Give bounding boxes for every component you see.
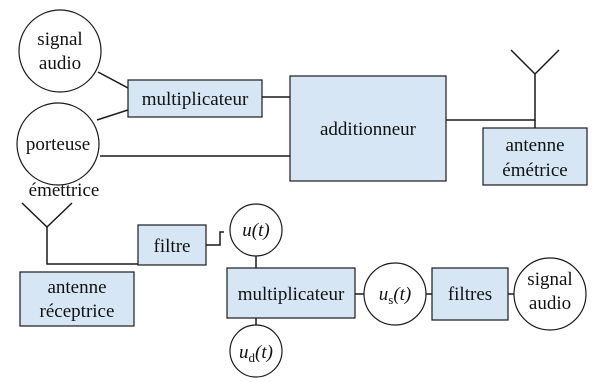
wires xyxy=(46,71,536,326)
filter-block: filtre xyxy=(137,224,207,266)
receiver-antenna-line1: antenne xyxy=(47,277,106,298)
u-node: u(t) xyxy=(229,203,283,257)
carrier-oscillator: porteuse émettrice xyxy=(16,102,100,201)
adder-block: additionneur xyxy=(289,75,447,182)
emitter-antenna-line2: émétrice xyxy=(502,160,567,181)
antenna-icon xyxy=(510,49,560,76)
filter-label: filtre xyxy=(154,236,191,257)
us-label: us(t) xyxy=(379,284,412,307)
wire-adder-to-antenna xyxy=(446,74,536,121)
signal-audio-source: signal audio xyxy=(18,9,102,93)
signal-audio-line1: signal xyxy=(37,29,82,50)
output-audio-line2: audio xyxy=(529,293,571,314)
wire-antenna-to-filter xyxy=(46,227,138,265)
emitter-antenna-line1: antenne xyxy=(505,135,564,156)
receiver-multiplier-block: multiplicateur xyxy=(226,267,356,319)
wire-carrier-to-multiplier xyxy=(96,109,129,121)
u-label: u(t) xyxy=(242,220,269,241)
wire-audio-to-multiplier xyxy=(97,71,129,89)
ud-node: ud(t) xyxy=(229,324,283,378)
us-node: us(t) xyxy=(363,262,427,326)
adder-label: additionneur xyxy=(320,119,417,140)
signal-audio-line2: audio xyxy=(39,53,81,74)
receiver-antenna-line2: réceptrice xyxy=(40,301,115,322)
output-audio-line1: signal xyxy=(527,269,572,290)
filters-block: filtres xyxy=(431,267,509,321)
antenna-icon xyxy=(21,202,73,229)
carrier-line1: porteuse xyxy=(26,134,90,155)
emitter-multiplier-block: multiplicateur xyxy=(127,79,263,118)
emitter-multiplier-label: multiplicateur xyxy=(142,89,249,110)
wire-filter-to-u xyxy=(206,231,224,246)
emitter-antenna: antenne émétrice xyxy=(482,49,588,186)
ud-label: ud(t) xyxy=(239,342,273,365)
filters-label: filtres xyxy=(448,284,492,305)
carrier-line2: émettrice xyxy=(29,180,100,201)
receiver-antenna: antenne réceptrice xyxy=(19,202,135,327)
receiver-multiplier-label: multiplicateur xyxy=(238,284,345,305)
signal-audio-output: signal audio xyxy=(513,257,587,331)
